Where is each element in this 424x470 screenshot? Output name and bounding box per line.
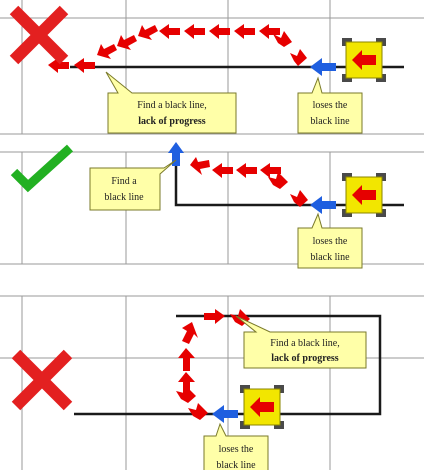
callout-line-1: loses the — [313, 100, 348, 111]
turn-arrow — [212, 405, 238, 423]
callout-find-black-line-lack-of-progress: Find a black line, lack of progress — [105, 71, 237, 134]
callout-line-2: black line — [104, 192, 144, 203]
callout-line-1: Find a black line, — [137, 100, 206, 111]
callout-find-black-line-lack-of-progress: Find a black line, lack of progress — [235, 315, 367, 369]
robot-icon — [341, 172, 387, 218]
callout-find-black-line: Find a black line — [89, 159, 177, 211]
check-icon — [10, 144, 74, 193]
callout-line-1: loses the — [313, 236, 348, 247]
path-arrows — [176, 309, 250, 420]
turn-arrow — [310, 58, 336, 76]
path-arrows — [190, 157, 308, 207]
cross-icon — [11, 349, 73, 411]
panel-1: Find a black line, lack of progress lose… — [0, 0, 424, 135]
callout-line-2: lack of progress — [271, 353, 339, 364]
turn-arrow — [168, 142, 184, 166]
callout-loses-black-line: loses the black line — [297, 76, 363, 134]
callout-line-2: black line — [310, 252, 350, 263]
callout-line-1: Find a black line, — [270, 338, 339, 349]
callout-line-2: black line — [216, 460, 256, 470]
robot-icon — [239, 384, 285, 430]
robot-icon — [341, 37, 387, 83]
callout-loses-black-line: loses the black line — [203, 422, 269, 470]
callout-loses-black-line: loses the black line — [297, 212, 363, 269]
panel-2: Find a black line loses the black line — [0, 142, 424, 269]
turn-arrow — [310, 196, 336, 214]
callout-line-1: Find a — [111, 176, 137, 187]
panel-3: Find a black line, lack of progress lose… — [0, 295, 424, 470]
cross-icon — [9, 5, 69, 65]
callout-line-2: black line — [310, 116, 350, 127]
callout-line-2: lack of progress — [138, 116, 206, 127]
callout-line-1: loses the — [219, 444, 254, 455]
path-arrows — [48, 24, 307, 73]
